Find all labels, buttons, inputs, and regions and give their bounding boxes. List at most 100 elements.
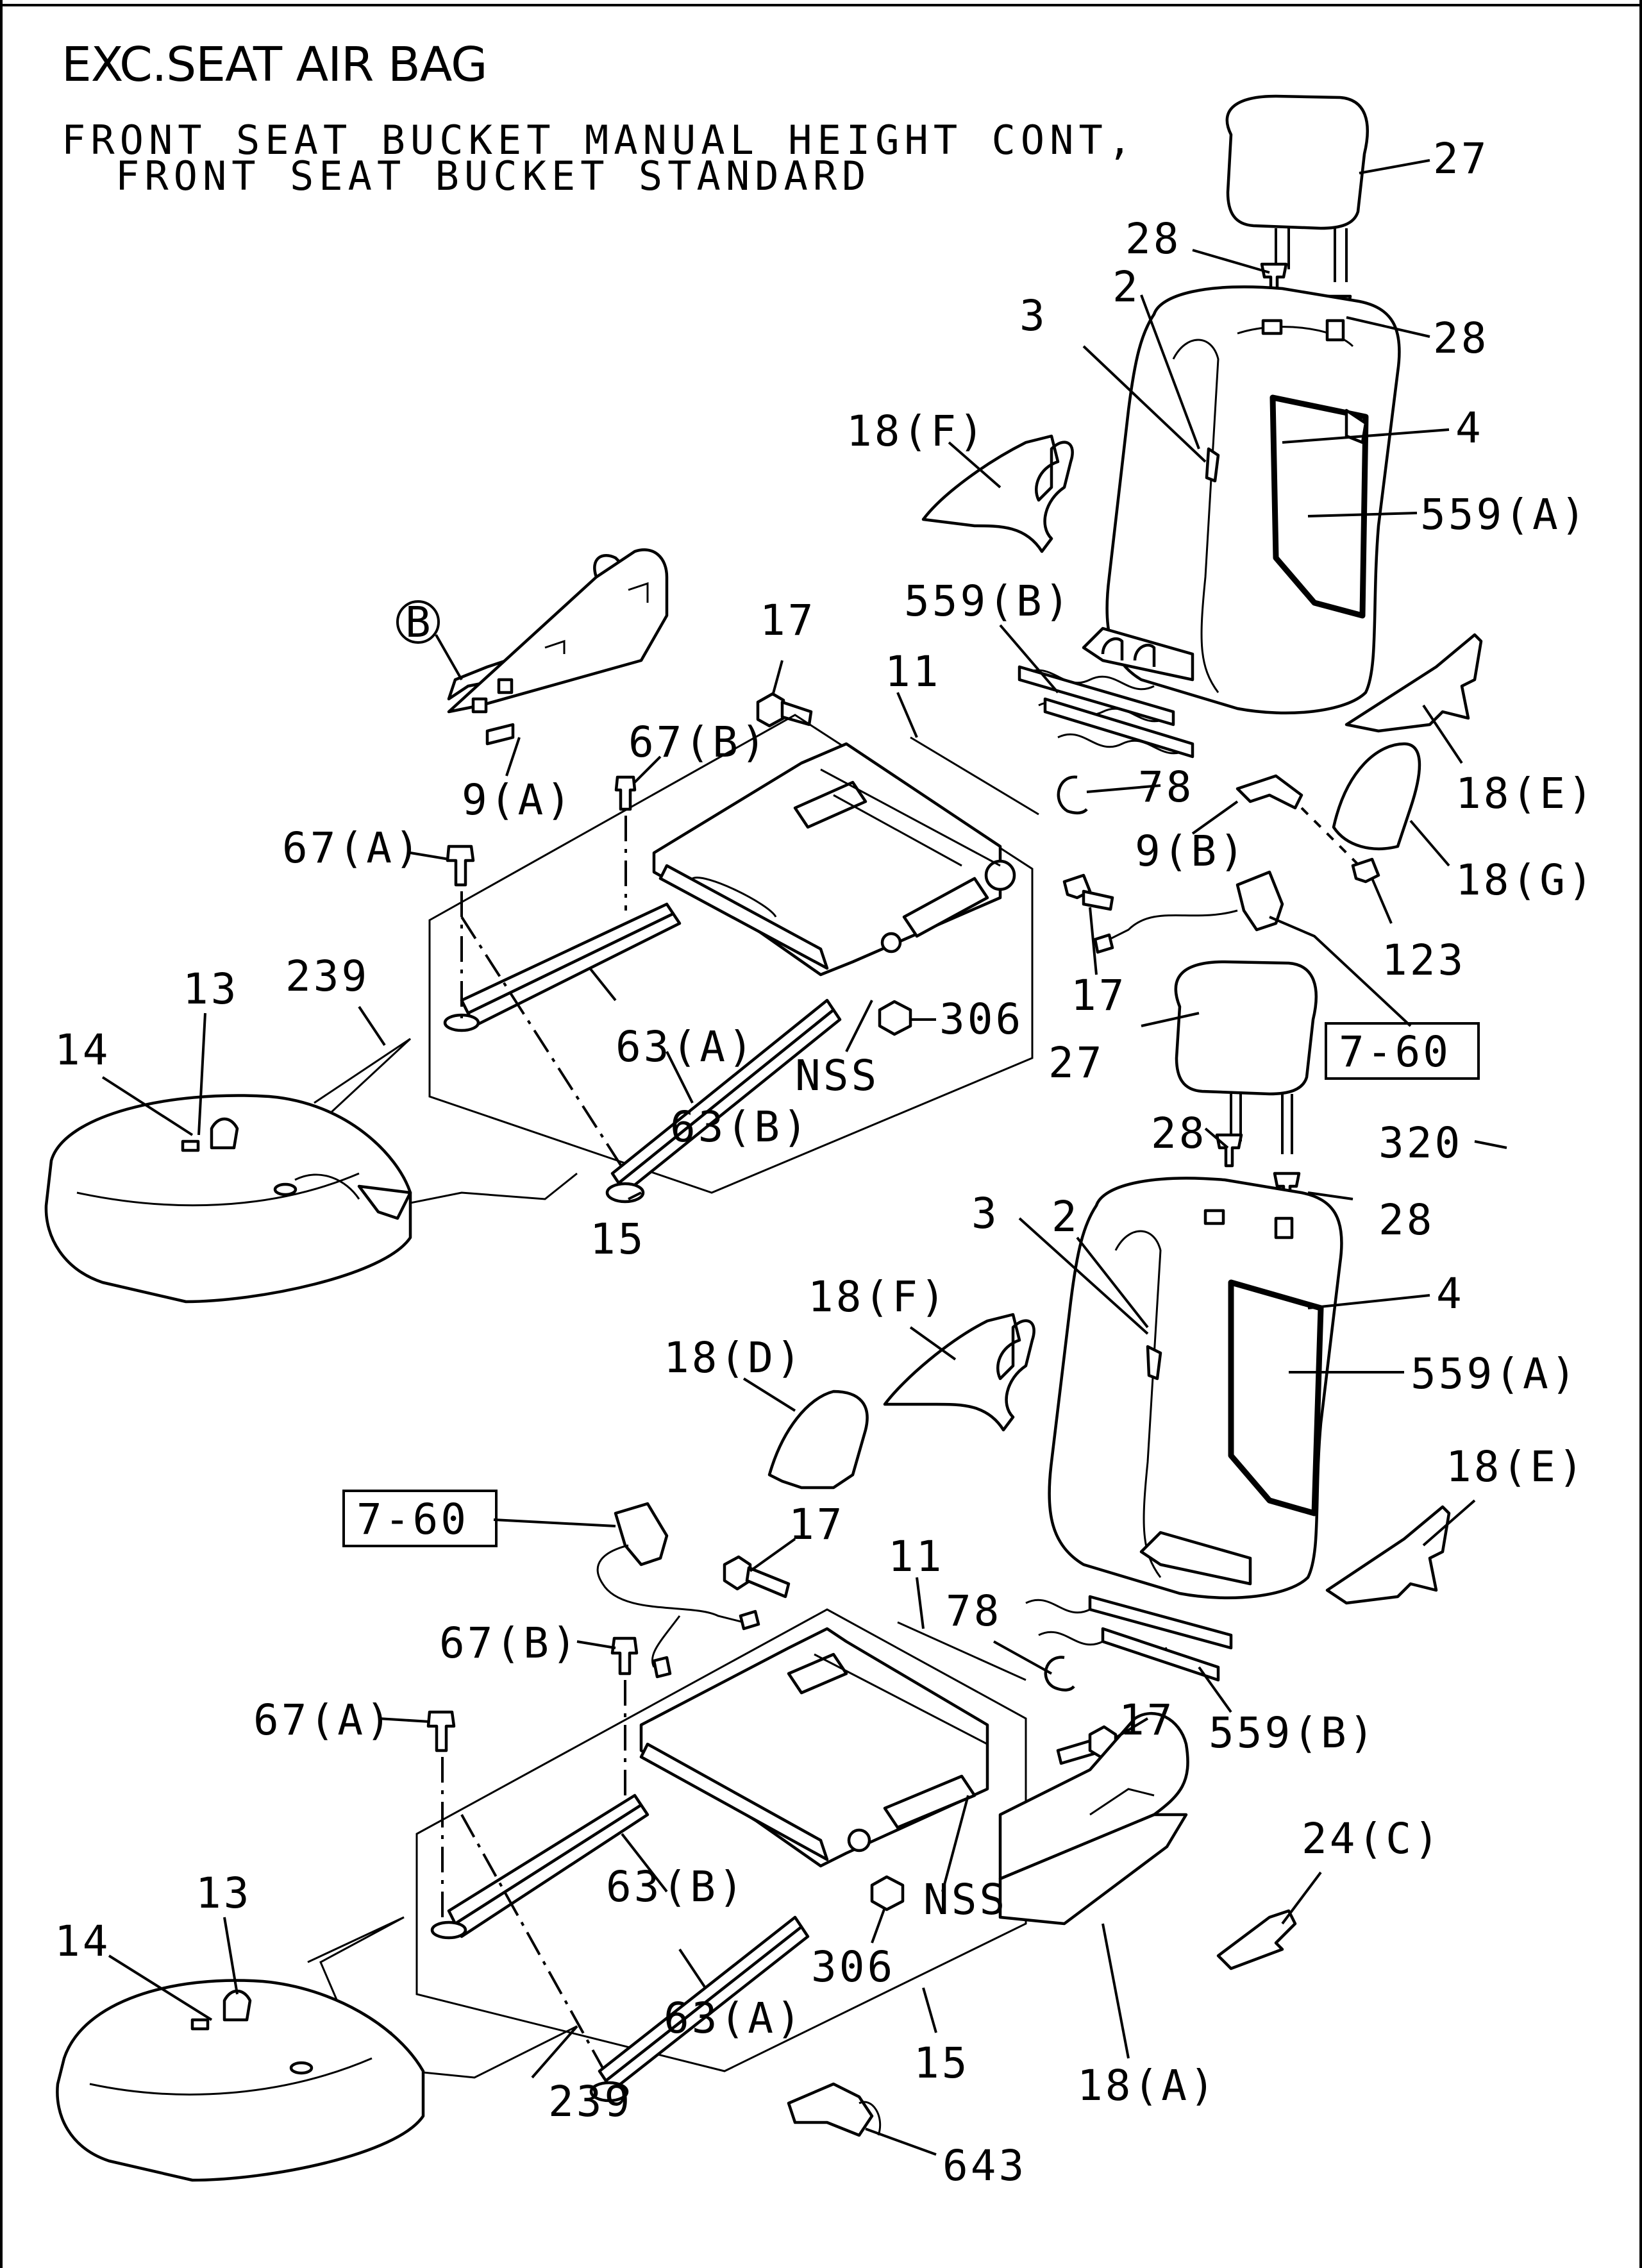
seat-frame-lower (639, 1627, 989, 1868)
callout-17-lower-b: 17 (1119, 1695, 1175, 1745)
callout-24c: 24(C) (1302, 1814, 1442, 1863)
cover-18d (767, 1390, 869, 1490)
rod-11-lower (897, 1621, 1026, 1681)
callout-78-lower: 78 (946, 1586, 1001, 1636)
clip-78-lower (1044, 1656, 1075, 1692)
callout-9a: 9(A) (462, 775, 574, 825)
callout-13-lower: 13 (196, 1869, 251, 1918)
seat-frame-upper (652, 742, 1016, 977)
callout-17-upper-a: 17 (760, 596, 816, 645)
callout-559a-upper: 559(A) (1420, 490, 1588, 539)
callout-67b-upper: 67(B) (628, 718, 769, 767)
callout-27-upper: 27 (1433, 134, 1489, 183)
top-border (0, 0, 1642, 6)
callout-67a-upper: 67(A) (282, 823, 423, 873)
callout-17-upper-b: 17 (1071, 971, 1127, 1020)
callout-4-lower: 4 (1436, 1269, 1464, 1318)
callout-63b-upper: 63(B) (670, 1102, 810, 1152)
callout-63b-lower: 63(B) (606, 1862, 746, 1911)
callout-643: 643 (942, 2141, 1026, 2190)
callout-320: 320 (1378, 1118, 1462, 1168)
callout-123: 123 (1382, 936, 1466, 985)
callout-2-upper: 2 (1112, 262, 1141, 312)
callout-18g: 18(G) (1455, 855, 1596, 905)
callout-9b: 9(B) (1135, 827, 1247, 876)
cover-18e-lower (1325, 1505, 1451, 1605)
callout-labels: 27 28 28 2 3 4 559(A) 18(F) 559(B) 17 11… (54, 134, 1596, 2190)
callout-b-circle (396, 600, 440, 644)
bolt-17-lower-a (723, 1555, 791, 1599)
frame-box-lower (415, 1608, 1027, 2072)
callout-13-upper: 13 (183, 964, 239, 1014)
seat-back-upper (1105, 285, 1401, 715)
callout-7-60-lower-box (342, 1490, 498, 1547)
callout-18e-lower: 18(E) (1446, 1442, 1586, 1491)
callout-nss-lower: NSS (923, 1875, 1007, 1924)
callout-306-lower: 306 (811, 1942, 895, 1992)
diagram-heading: EXC.SEAT AIR BAG (62, 37, 487, 92)
springs-559b-upper (1018, 626, 1194, 759)
callout-7-60-upper: 7-60 (1339, 1027, 1451, 1077)
subtitle-line-1: FRONT SEAT BUCKET MANUAL HEIGHT CONT, (62, 117, 1137, 164)
cover-18g (1332, 742, 1421, 850)
cover-18e-upper (1345, 633, 1483, 733)
callout-78-upper: 78 (1138, 762, 1194, 812)
callout-18a: 18(A) (1077, 2061, 1218, 2110)
leader-lines (101, 159, 1507, 2156)
rails-upper (443, 902, 842, 1204)
cover-18f-lower (883, 1313, 1035, 1432)
callout-18f-lower: 18(F) (808, 1272, 948, 1322)
callout-18f-upper: 18(F) (846, 407, 987, 456)
right-border (1639, 0, 1642, 2268)
callout-15-upper: 15 (590, 1214, 646, 1264)
seat-cushion-lower (56, 1979, 425, 2182)
side-cover-18a (998, 1711, 1189, 1926)
callout-28-lower-b: 28 (1378, 1195, 1434, 1245)
callout-3-lower: 3 (971, 1189, 1000, 1238)
leader-9b (1300, 807, 1361, 867)
callout-11-lower: 11 (888, 1532, 944, 1581)
callout-14-upper: 14 (54, 1025, 110, 1075)
callout-7-60-lower: 7-60 (356, 1495, 469, 1544)
callout-28-lower-a: 28 (1151, 1109, 1207, 1158)
callout-67b-lower: 67(B) (439, 1618, 580, 1668)
callout-559b-upper: 559(B) (904, 576, 1072, 626)
callout-15-lower: 15 (914, 2038, 969, 2088)
callout-28-upper-b: 28 (1433, 314, 1489, 363)
clip-78-upper (1057, 775, 1088, 815)
callout-b: B (405, 598, 431, 647)
nut-306-upper (878, 1000, 912, 1036)
nut-306-lower (870, 1875, 905, 1911)
callout-17-lower-a: 17 (789, 1500, 844, 1549)
callout-67a-lower: 67(A) (253, 1695, 394, 1745)
callout-559a-lower: 559(A) (1411, 1349, 1579, 1399)
subtitle-line-2: FRONT SEAT BUCKET STANDARD (115, 153, 871, 199)
callout-559b-lower: 559(B) (1209, 1708, 1377, 1758)
bolts-67-lower (426, 1636, 639, 2069)
seat-cushion-upper (44, 1094, 412, 1304)
headrest-lower (1174, 960, 1318, 1154)
callout-11-upper: 11 (885, 647, 941, 696)
callout-27-lower: 27 (1048, 1038, 1104, 1088)
bolts-67-upper (446, 775, 637, 1168)
callout-2-lower: 2 (1051, 1192, 1080, 1241)
callout-nss-upper: NSS (795, 1051, 879, 1100)
callout-7-60-upper-box (1325, 1022, 1480, 1080)
callout-239-lower: 239 (548, 2077, 632, 2126)
callout-63a-upper: 63(A) (616, 1022, 756, 1071)
harness-643 (787, 2082, 882, 2137)
callout-28-upper-a: 28 (1125, 214, 1181, 264)
callout-3-upper: 3 (1019, 291, 1048, 340)
rails-lower (430, 1793, 810, 2103)
springs-559b-lower (1025, 1531, 1252, 1682)
left-border (0, 0, 3, 2268)
callout-306-upper: 306 (939, 995, 1023, 1044)
rod-11-upper (910, 736, 1039, 816)
seatbelt-buckle-lower (596, 1502, 760, 1679)
trim-24c (1216, 1909, 1297, 1970)
cover-18f-upper (921, 434, 1074, 553)
seatbelt-buckle-upper (1062, 870, 1284, 954)
callout-63a-lower: 63(A) (664, 1994, 804, 2043)
seat-back-lower (1048, 1177, 1343, 1600)
